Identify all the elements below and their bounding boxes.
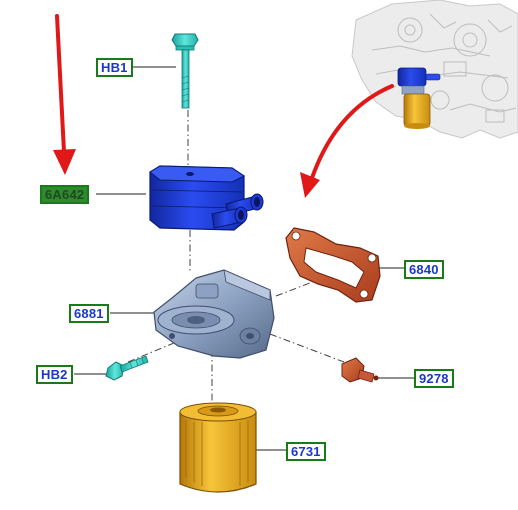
oil-cooler-6a642 — [149, 165, 264, 231]
oil-filter-6731 — [179, 402, 257, 493]
callout-9278: 9278 — [414, 369, 454, 388]
callout-6881: 6881 — [69, 304, 109, 323]
callout-6840: 6840 — [404, 260, 444, 279]
callout-6a642: 6A642 — [40, 185, 90, 204]
oil-filter-adapter-6881 — [153, 269, 275, 359]
red-curved-arrow — [300, 84, 394, 198]
engine-locator-thumbnail — [351, 0, 518, 139]
callout-hb1: HB1 — [96, 58, 133, 77]
callout-hb2: HB2 — [36, 365, 73, 384]
red-pointer-arrow — [53, 14, 76, 175]
bolt-hb1 — [171, 33, 199, 109]
sensor-9278 — [341, 357, 379, 383]
callout-6731: 6731 — [286, 442, 326, 461]
gasket-6840 — [285, 227, 381, 303]
bolt-hb2 — [105, 355, 149, 381]
